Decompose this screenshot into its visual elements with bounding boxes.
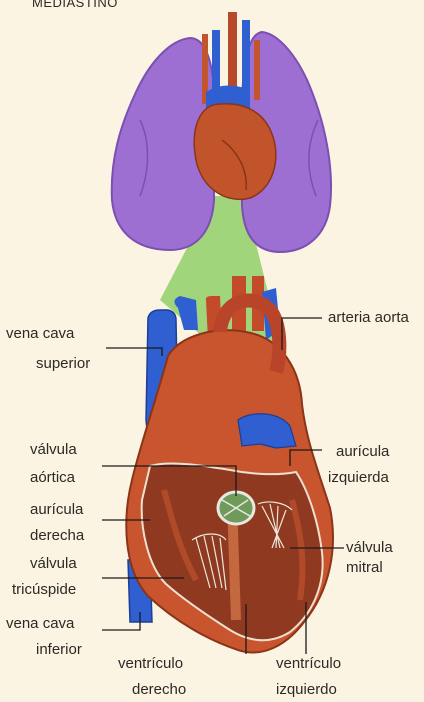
label-vena-cava-superior-2: superior xyxy=(36,354,90,373)
label-arteria-aorta: arteria aorta xyxy=(328,308,409,327)
label-valvula-mitral-1: válvula xyxy=(346,538,393,557)
label-auricula-izquierda-1: aurícula xyxy=(336,442,389,461)
label-auricula-derecha-2: derecha xyxy=(30,526,84,545)
label-auricula-izquierda-2: izquierda xyxy=(328,468,389,487)
label-vena-cava-inferior-2: inferior xyxy=(36,640,82,659)
trachea xyxy=(228,12,237,92)
label-valvula-tricuspide-1: válvula xyxy=(30,554,77,573)
label-valvula-tricuspide-2: tricúspide xyxy=(12,580,76,599)
label-ventriculo-derecho-1: ventrículo xyxy=(118,654,183,673)
label-ventriculo-izquierdo-2: izquierdo xyxy=(276,680,337,699)
label-vena-cava-superior-1: vena cava xyxy=(6,324,74,343)
title: MEDIASTINO xyxy=(32,0,118,12)
label-ventriculo-izquierdo-1: ventrículo xyxy=(276,654,341,673)
label-ventriculo-derecho-2: derecho xyxy=(132,680,186,699)
label-auricula-derecha-1: aurícula xyxy=(30,500,83,519)
label-vena-cava-inferior-1: vena cava xyxy=(6,614,74,633)
label-valvula-aortica-1: válvula xyxy=(30,440,77,459)
label-valvula-aortica-2: aórtica xyxy=(30,468,75,487)
label-valvula-mitral-2: mitral xyxy=(346,558,383,577)
